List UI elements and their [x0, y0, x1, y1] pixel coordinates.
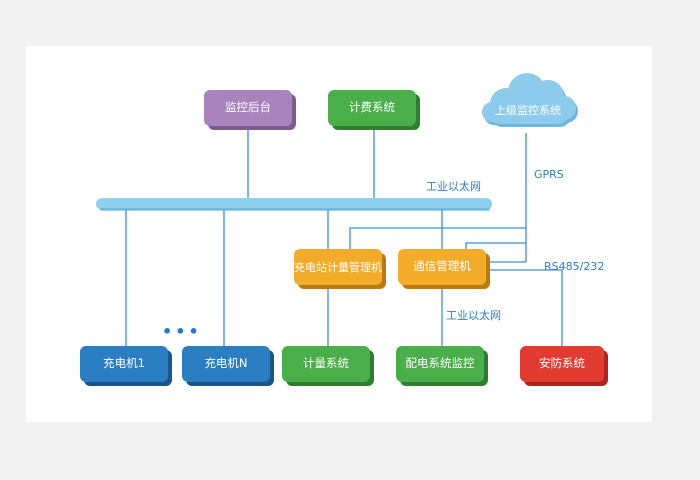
metering-system-label: 计量系统	[303, 356, 349, 371]
security-system-label: 安防系统	[539, 356, 585, 371]
security-system-node: 安防系统	[520, 346, 604, 382]
charger-n-label: 充电机N	[204, 356, 248, 371]
charger-1-node: 充电机1	[80, 346, 168, 382]
monitor-backend-node: 监控后台	[204, 90, 292, 126]
charger-1-label: 充电机1	[103, 356, 145, 371]
upper-monitor-system-label: 上级监控系统	[495, 104, 561, 117]
ethernet-bus-shadow	[100, 208, 490, 211]
billing-system-label: 计费系统	[349, 100, 395, 115]
ellipsis-dots: •••	[162, 322, 202, 341]
ethernet-bottom-label: 工业以太网	[446, 309, 501, 322]
cloud-shape	[482, 73, 578, 127]
charger-n-node: 充电机N	[182, 346, 270, 382]
ethernet-top-label: 工业以太网	[426, 180, 481, 193]
gprs-label: GPRS	[534, 168, 564, 181]
station-metering-manager-label: 充电站计量管理机	[294, 260, 382, 274]
comm-manager-label: 通信管理机	[413, 259, 471, 274]
metering-system-node: 计量系统	[282, 346, 370, 382]
station-metering-manager-node: 充电站计量管理机	[294, 249, 382, 285]
distribution-monitor-node: 配电系统监控	[396, 346, 484, 382]
link-comm-mgr-security	[484, 269, 563, 346]
link-gprs-metering-mgr	[349, 227, 526, 249]
ethernet-bus	[96, 198, 492, 210]
distribution-monitor-label: 配电系统监控	[405, 356, 475, 371]
diagram-canvas: 监控后台 计费系统 上级监控系统 工业以太网 GPRS RS485/232 工业…	[26, 46, 652, 422]
billing-system-node: 计费系统	[328, 90, 416, 126]
monitor-backend-label: 监控后台	[225, 100, 271, 115]
link-gprs-comm-mgr	[465, 242, 526, 249]
comm-manager-node: 通信管理机	[398, 249, 486, 285]
connector-lines	[96, 73, 578, 346]
rs485-label: RS485/232	[544, 260, 605, 273]
